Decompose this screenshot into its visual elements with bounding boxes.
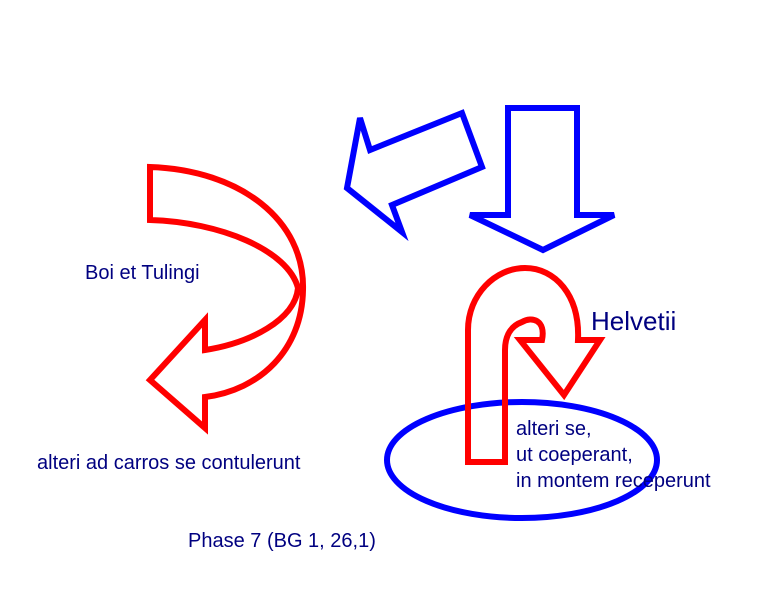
red-u-turn-arrow (465, 264, 606, 465)
alteri-label: alteri se, ut coeperant, in montem recep… (516, 416, 711, 494)
alteri-label-line3: in montem receperunt (516, 470, 711, 492)
alteri-label-line1: alteri se, (516, 418, 592, 440)
phase-caption: Phase 7 (BG 1, 26,1) (188, 530, 376, 552)
blue-down-arrow (468, 105, 616, 254)
helvetii-label: Helvetii (591, 306, 677, 336)
alteri-label-line2: ut coeperant, (516, 444, 633, 466)
carros-label: alteri ad carros se contulerunt (37, 452, 301, 474)
blue-left-arrow (343, 109, 486, 242)
red-curved-left-arrow (145, 163, 307, 435)
blue-ellipse (384, 399, 660, 521)
boi-label: Boi et Tulingi (85, 262, 200, 284)
